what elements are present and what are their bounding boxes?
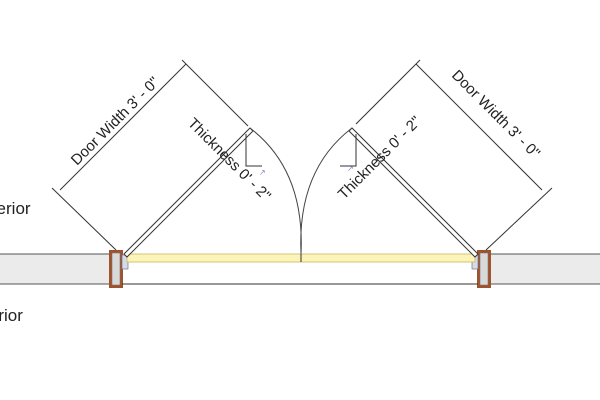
right-swing-arc — [300, 127, 353, 255]
exterior-label: Exterior — [0, 199, 31, 218]
left-jamb-inner — [111, 252, 121, 286]
left-door-leaf — [123, 127, 254, 258]
right-width-dimension-line — [415, 63, 543, 191]
right-door-width-label: Door Width 3' - 0" — [448, 67, 543, 162]
cursor-mark-right: ↗ — [347, 164, 354, 173]
thickness-leader-right — [340, 134, 357, 167]
right-width-extension-2 — [485, 187, 553, 251]
right-door-leaf — [348, 127, 479, 258]
right-width-extension-1 — [355, 59, 421, 125]
left-width-extension-1 — [51, 187, 117, 251]
left-wall — [0, 253, 111, 285]
left-width-dimension-line — [59, 63, 187, 191]
left-thickness-label: Thickness 0' - 2" — [184, 115, 274, 205]
left-door-width-label: Door Width 3' - 0" — [68, 74, 163, 169]
interior-label: Interior — [0, 306, 23, 325]
left-width-extension-2 — [181, 59, 249, 127]
right-jamb-inner — [479, 252, 489, 286]
cursor-mark-left: ↗ — [259, 168, 266, 177]
thickness-leader-left — [245, 134, 262, 167]
right-wall — [489, 253, 600, 285]
